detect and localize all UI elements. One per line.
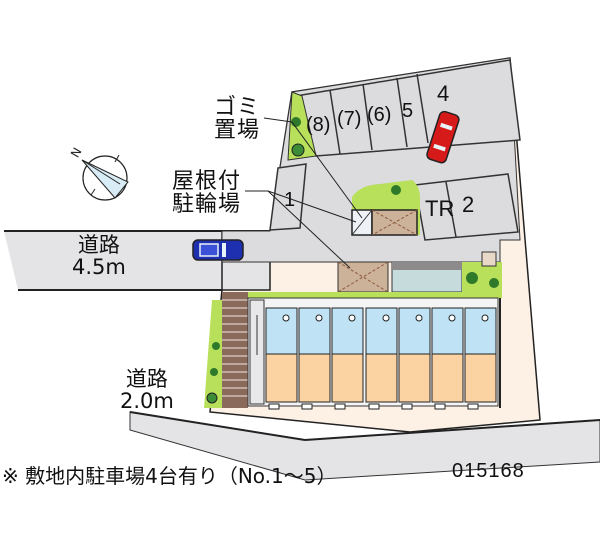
parking-space-8: (8) [306, 114, 331, 136]
garbage-label-line2: 置場 [214, 118, 261, 144]
unit [265, 307, 298, 410]
property-code: 015168 [452, 460, 525, 482]
unit [298, 307, 331, 410]
parking-note: ※ 敷地内駐車場4台有り（No.1～5） [2, 464, 337, 488]
garbage-label-line1: ゴミ [214, 95, 261, 120]
bike-label-line2: 駐輪場 [172, 192, 242, 218]
brick-wall [204, 292, 248, 408]
parking-space-6: (6) [367, 104, 392, 126]
main-road-width: 4.5m [72, 255, 126, 280]
transformer-label: TR [425, 196, 455, 221]
parking-space-1: 1 [284, 189, 296, 211]
parking-space-4: 4 [437, 81, 450, 106]
parking-space-5: 5 [402, 100, 414, 122]
bike-label-line1: 屋根付 [172, 169, 242, 194]
unit [365, 307, 398, 410]
unit [464, 307, 497, 410]
south-road-name: 道路 [125, 367, 168, 391]
south-road-width: 2.0m [120, 389, 174, 414]
main-road-name: 道路 [77, 233, 120, 257]
compass-icon: N [68, 145, 129, 201]
parking-space-1-area [269, 163, 307, 231]
unit [431, 307, 464, 410]
bike-shed [351, 180, 420, 236]
blue-car-icon [192, 239, 244, 261]
south-road-label: 道路 2.0m [120, 368, 174, 412]
entrance-area [337, 251, 502, 293]
parking-row-right [414, 173, 519, 241]
bike-parking-label: 屋根付 駐輪場 [172, 170, 241, 216]
parking-space-7: (7) [337, 108, 362, 130]
apartment-units [265, 298, 501, 410]
unit [331, 307, 364, 410]
leader-lines [245, 117, 363, 269]
south-road [129, 411, 600, 481]
garbage-area-label: ゴミ 置場 [214, 96, 260, 142]
unit [398, 307, 431, 410]
svg-text:N: N [68, 145, 85, 160]
parking-space-2: 2 [462, 192, 475, 217]
red-car-icon [426, 110, 460, 164]
main-road-label: 道路 4.5m [72, 234, 126, 278]
